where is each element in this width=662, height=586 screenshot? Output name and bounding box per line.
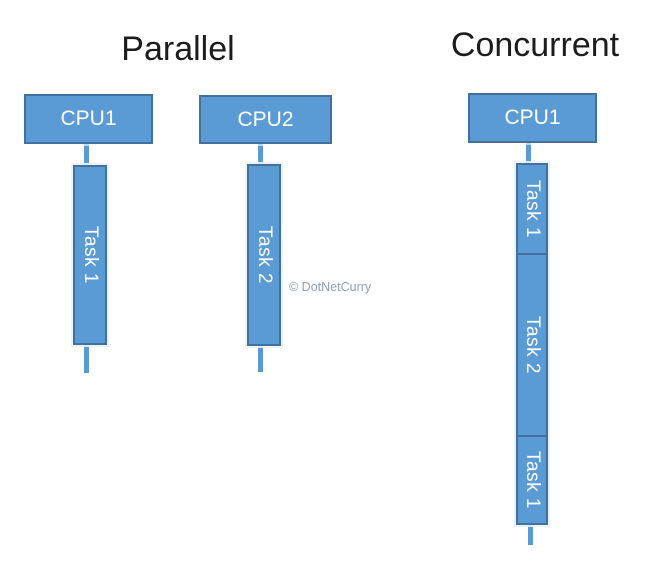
parallel-cpu1-label: CPU1 bbox=[60, 107, 117, 130]
concurrent-task2-segment: Task 2 bbox=[518, 253, 546, 435]
parallel-task1-label: Task 1 bbox=[80, 226, 101, 284]
parallel-task2-bar: Task 2 bbox=[247, 164, 281, 346]
parallel-task1-bar: Task 1 bbox=[73, 165, 107, 345]
parallel-task2-tail-line bbox=[258, 345, 263, 372]
parallel-cpu2-label: CPU2 bbox=[237, 107, 294, 131]
concurrent-task1-bottom-label: Task 1 bbox=[522, 451, 543, 509]
concurrent-task2-label: Task 2 bbox=[522, 316, 543, 374]
concurrent-cpu1-connector-line bbox=[526, 142, 531, 167]
parallel-section-title: Parallel bbox=[121, 30, 235, 68]
concurrent-task1-top-segment: Task 1 bbox=[518, 165, 546, 253]
parallel-cpu1-box: CPU1 bbox=[24, 94, 153, 144]
parallel-cpu2-connector-line bbox=[258, 143, 263, 168]
concurrent-task-stack: Task 1 Task 2 Task 1 bbox=[516, 163, 548, 525]
parallel-task2-label: Task 2 bbox=[254, 226, 275, 284]
parallel-task1-tail-line bbox=[84, 344, 89, 373]
concurrent-cpu1-label: CPU1 bbox=[504, 106, 561, 129]
parallel-cpu2-box: CPU2 bbox=[199, 95, 332, 144]
concurrent-task1-top-label: Task 1 bbox=[522, 180, 543, 238]
dotnetcurry-watermark: © DotNetCurry bbox=[289, 280, 372, 294]
parallel-cpu1-connector-line bbox=[84, 143, 89, 169]
concurrent-cpu1-box: CPU1 bbox=[468, 93, 597, 143]
concurrent-task1-bottom-segment: Task 1 bbox=[518, 435, 546, 523]
concurrent-section-title: Concurrent bbox=[450, 26, 620, 64]
concurrent-stack-tail-line bbox=[528, 524, 533, 545]
